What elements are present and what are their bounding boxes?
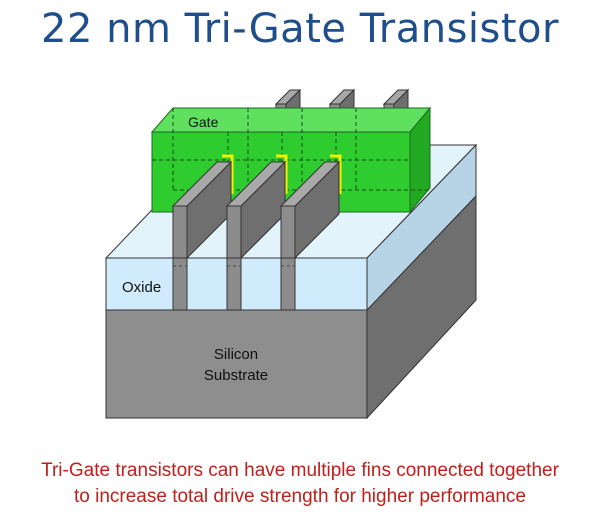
fin-3 [279,160,341,260]
fin-1-face [172,205,188,259]
fin-1 [171,160,233,260]
fin-3-face [280,205,296,259]
fin-2-face [226,205,242,259]
oxide-right-face [366,143,477,312]
silicon-substrate [105,194,477,420]
oxide-label: Oxide [122,279,161,296]
substrate-label-line1: Silicon [214,346,258,363]
page-title: 22 nm Tri-Gate Transistor [41,6,559,52]
caption-line-2: to increase total drive strength for hig… [73,486,526,507]
gate-oxide-highlights [222,154,342,194]
highlight-fin-2 [276,154,288,194]
fins-front [171,160,341,260]
gate-right-face [409,106,431,214]
fin-2 [225,160,287,260]
gate-label: Gate [188,114,219,130]
highlight-fin-3 [330,154,342,194]
highlight-fin-1 [222,154,234,194]
substrate-label-line2: Substrate [204,367,268,384]
substrate-front-face [105,309,368,419]
caption-line-1: Tri-Gate transistors can have multiple f… [41,460,559,481]
